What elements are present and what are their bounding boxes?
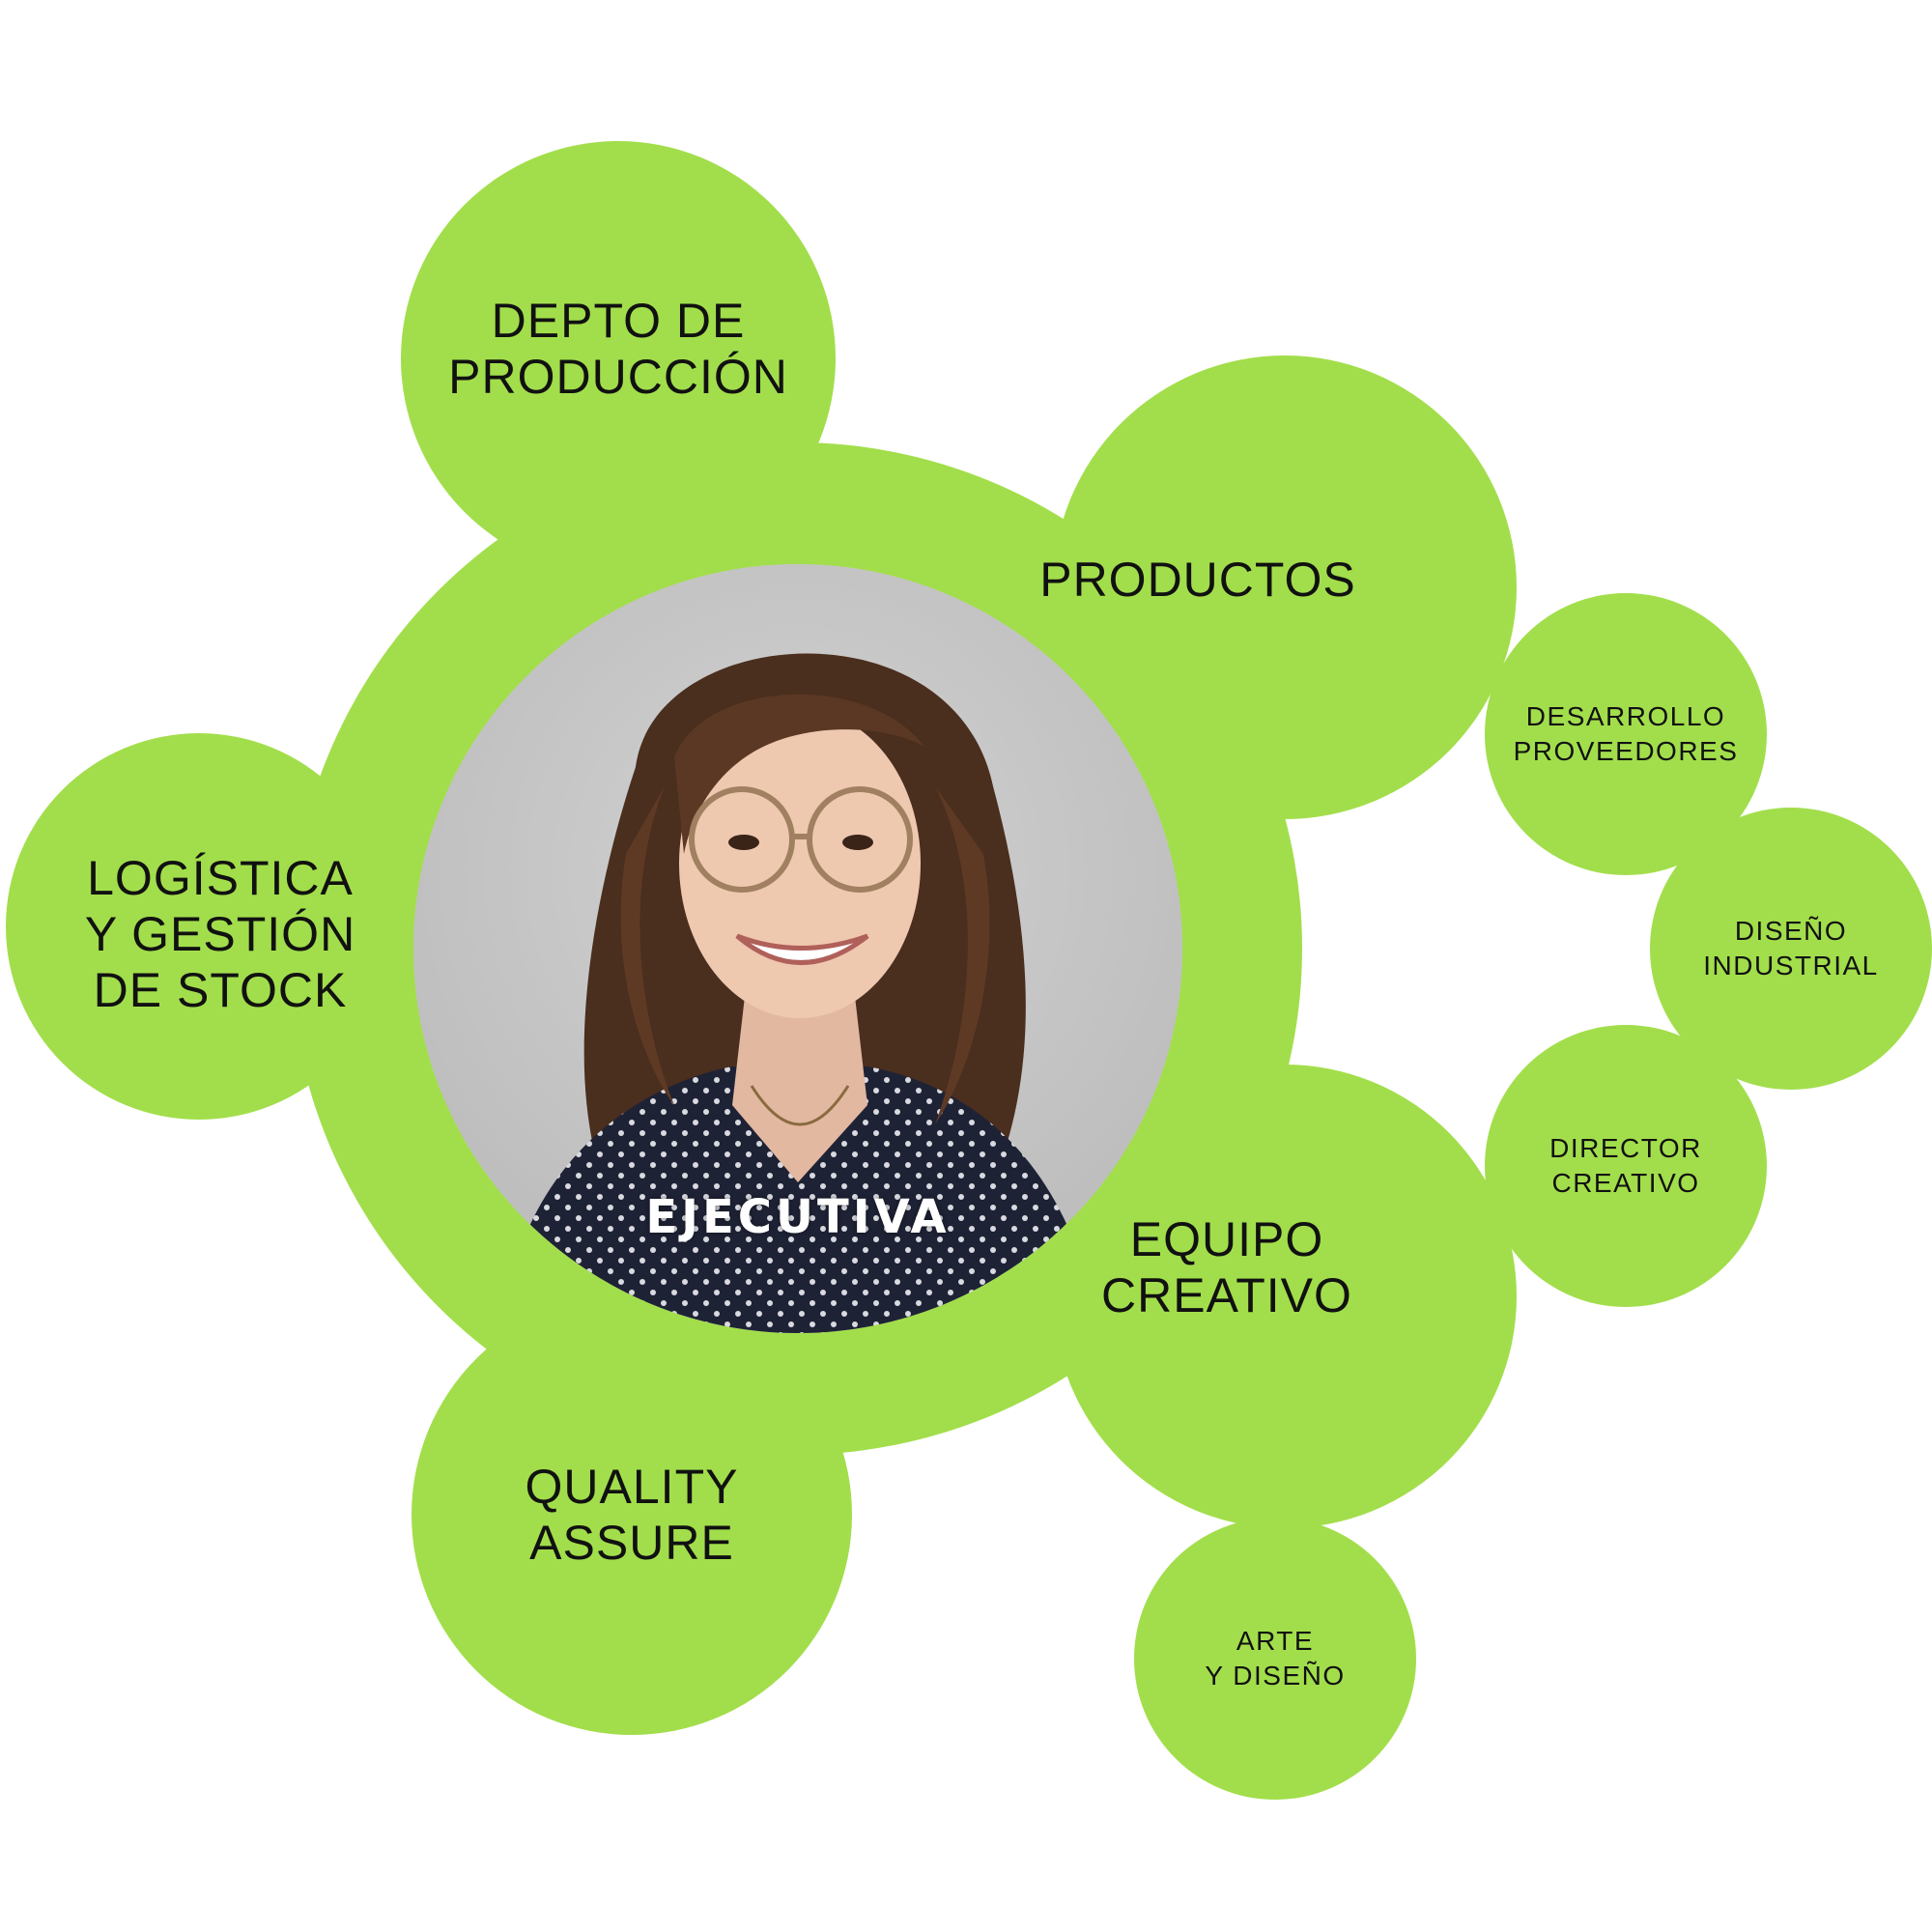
node-equipo-creativo: EQUIPO CREATIVO bbox=[1053, 1065, 1517, 1528]
node-depto-produccion: DEPTO DE PRODUCCIÓN bbox=[401, 141, 836, 576]
node-label: LOGÍSTICA Y GESTIÓN DE STOCK bbox=[84, 851, 356, 1017]
node-label: DIRECTOR CREATIVO bbox=[1549, 1133, 1702, 1198]
node-label: DESARROLLO PROVEEDORES bbox=[1513, 701, 1739, 766]
role-caption: EJECUTIVA bbox=[645, 1190, 951, 1244]
portrait-photo: EJECUTIVA bbox=[413, 564, 1182, 1333]
node-label: ARTE Y DISEÑO bbox=[1205, 1626, 1346, 1690]
node-label: PRODUCTOS bbox=[1039, 553, 1356, 607]
node-productos: PRODUCTOS bbox=[1039, 355, 1517, 819]
node-logistica: LOGÍSTICA Y GESTIÓN DE STOCK bbox=[6, 733, 392, 1120]
node-label: DISEÑO INDUSTRIAL bbox=[1703, 916, 1879, 980]
node-arte-diseno: ARTE Y DISEÑO bbox=[1134, 1518, 1416, 1800]
node-diseno-industrial: DISEÑO INDUSTRIAL bbox=[1650, 808, 1932, 1090]
node-label: DEPTO DE PRODUCCIÓN bbox=[448, 294, 788, 404]
node-director-creativo: DIRECTOR CREATIVO bbox=[1485, 1025, 1767, 1307]
node-desarrollo-proveedores: DESARROLLO PROVEEDORES bbox=[1485, 593, 1767, 875]
node-quality-assure: QUALITY ASSURE bbox=[412, 1294, 852, 1735]
node-label: EQUIPO CREATIVO bbox=[1101, 1212, 1352, 1322]
portrait-illustration bbox=[413, 564, 1182, 1333]
node-label: QUALITY ASSURE bbox=[525, 1460, 739, 1570]
